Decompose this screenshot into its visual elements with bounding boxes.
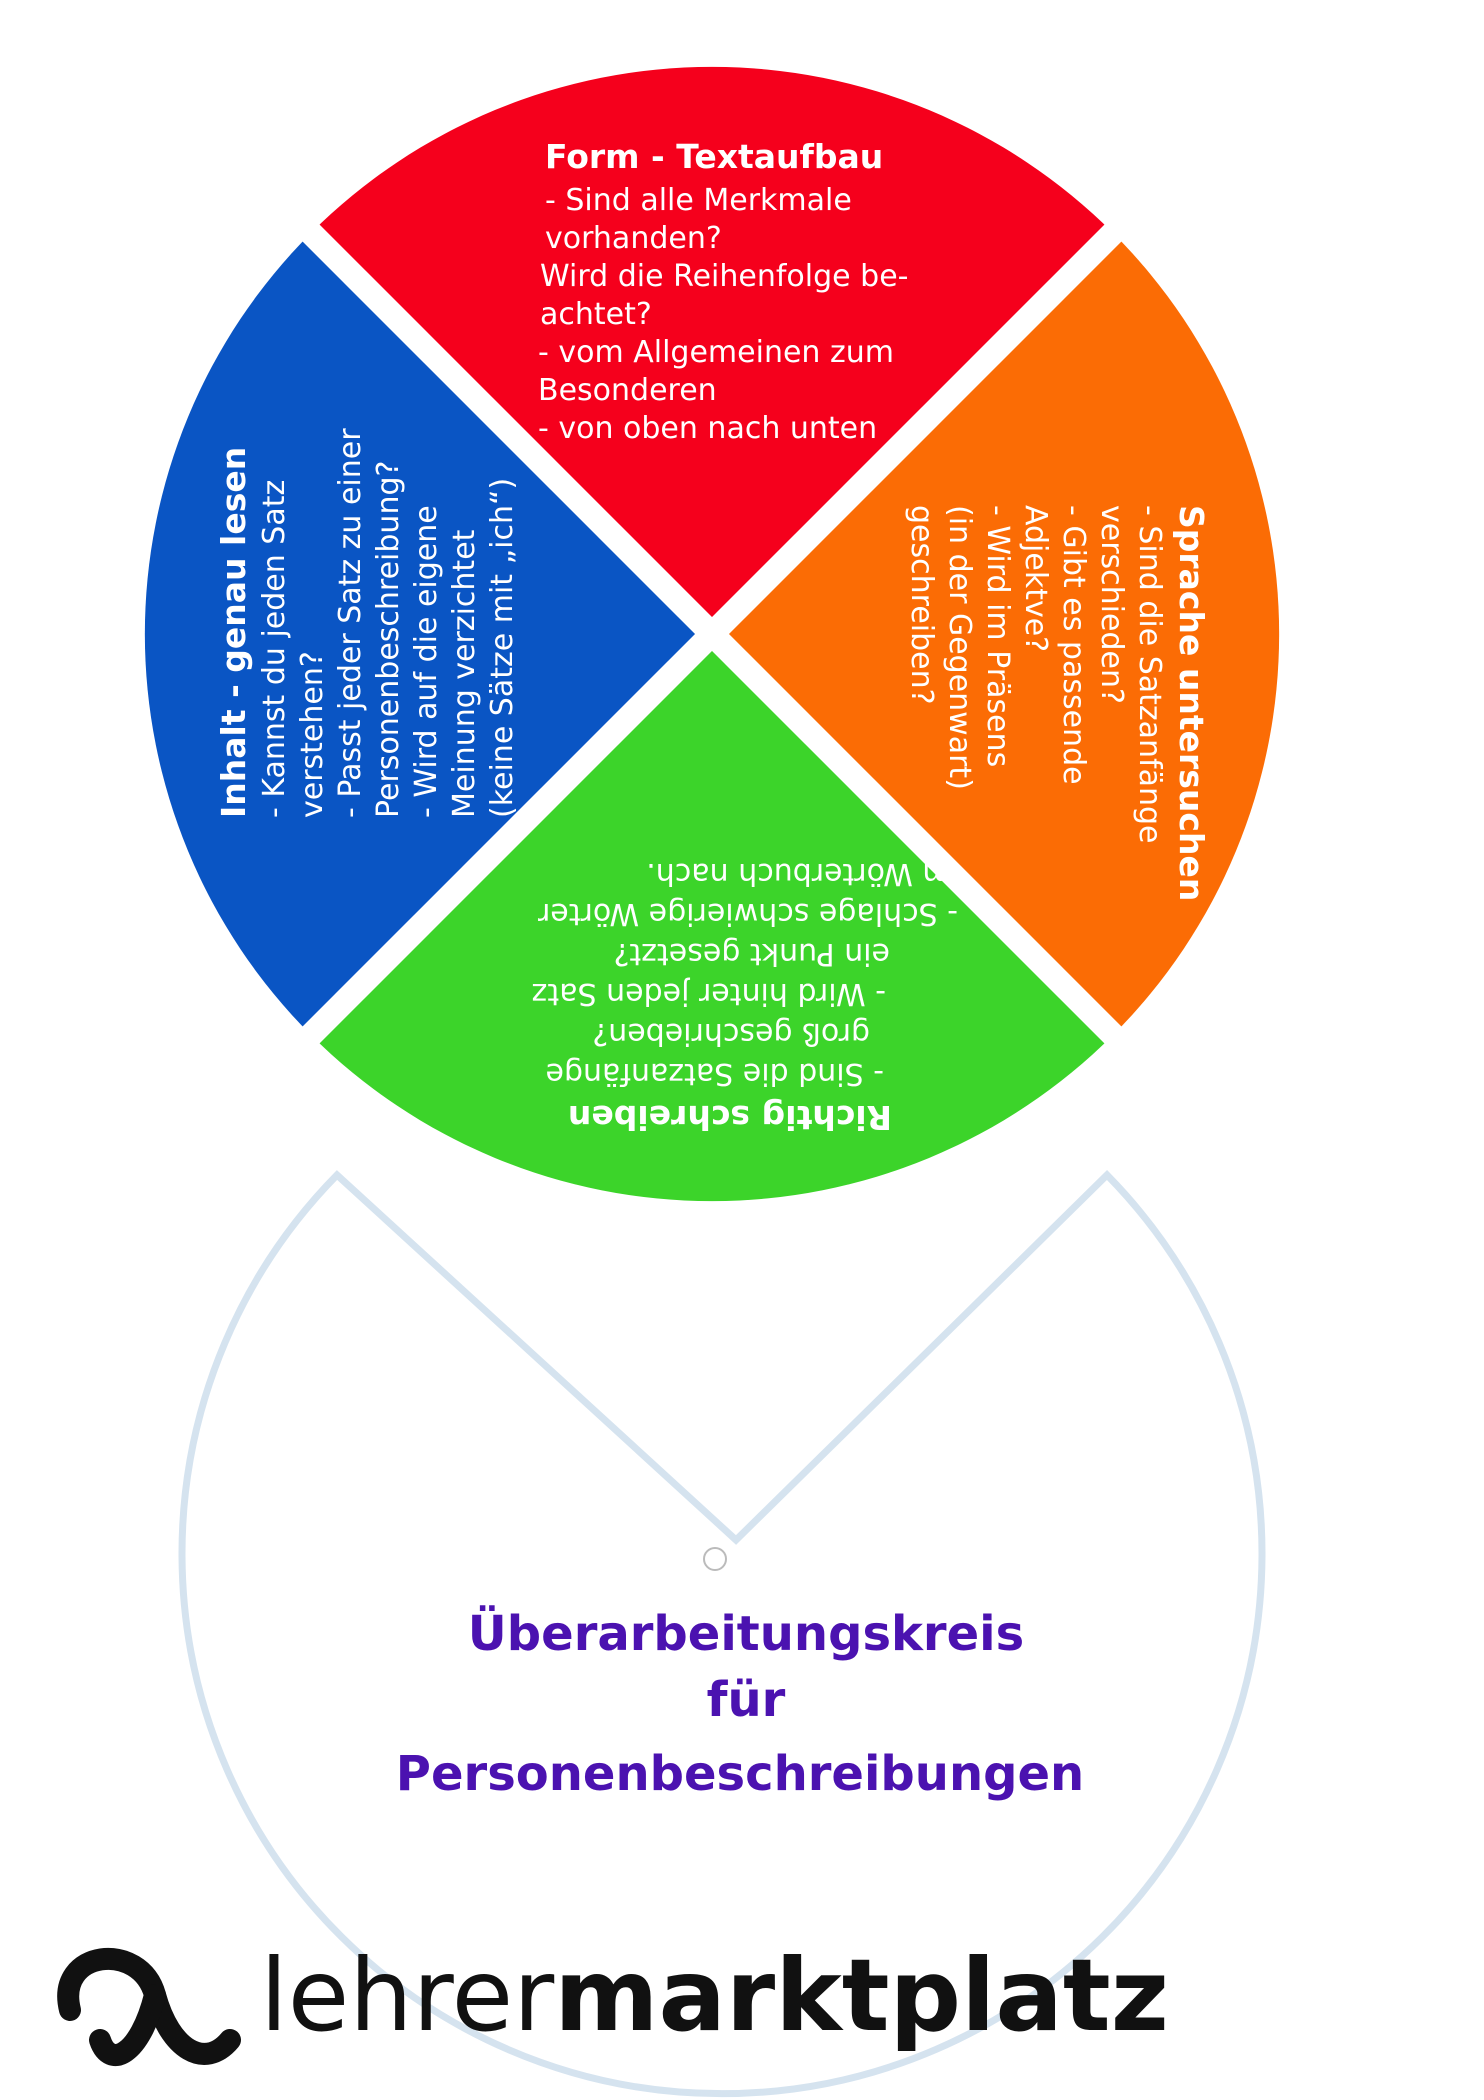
form-line: Besonderen (538, 373, 717, 408)
form-line: - von oben nach unten (538, 411, 877, 446)
watermark: lehrermarktplatz (260, 1937, 1169, 2054)
inhalt-line: - Wird auf die eigene (409, 505, 444, 818)
form-line: - Sind alle Merkmale (545, 183, 852, 218)
richtig-title: Richtig schreiben (568, 1098, 892, 1137)
form-line: Wird die Reihenfolge be- (540, 259, 908, 294)
quadrant-richtig (311, 634, 1113, 1202)
sprache-line: geschreiben? (904, 505, 939, 705)
pivot-hole (703, 1547, 727, 1571)
quadrant-sprache (712, 233, 1280, 1035)
watermark-part1: lehrer (260, 1937, 555, 2054)
sprache-line: - Gibt es passende (1056, 505, 1091, 785)
watermark-part2: marktplatz (554, 1937, 1169, 2054)
sprache-line: verschieden? (1094, 505, 1129, 704)
richtig-text: Richtig schreiben - Sind die Satzanfänge… (532, 856, 960, 1137)
sprache-line: - Wird im Präsens (980, 505, 1015, 767)
form-line: vorhanden? (545, 221, 722, 256)
inhalt-line: verstehen? (295, 651, 330, 818)
form-line: - vom Allgemeinen zum (538, 335, 894, 370)
richtig-line: - Schlage schwierige Wörter (537, 896, 958, 931)
sprache-title: Sprache untersuchen (1172, 505, 1211, 901)
richtig-line: im Wörterbuch nach. (646, 856, 960, 891)
inhalt-line: - Kannst du jeden Satz (257, 480, 292, 818)
richtig-line: ein Punkt gesetzt? (614, 936, 890, 971)
base-title-line2: für (707, 1672, 786, 1728)
watermark-logo-icon (57, 1947, 241, 2066)
base-title-line1: Überarbeitungskreis (468, 1605, 1024, 1662)
sprache-text: Sprache untersuchen - Sind die Satzanfän… (904, 505, 1211, 901)
base-disc (178, 1170, 1266, 2098)
svg-text:lehrermarktplatz: lehrermarktplatz (260, 1937, 1169, 2054)
richtig-line: - Sind die Satzanfänge (546, 1056, 885, 1091)
sprache-line: (in der Gegenwart) (942, 505, 977, 790)
wheel (144, 66, 1280, 1202)
sprache-line: Adjektve? (1018, 505, 1053, 652)
inhalt-line: - Passt jeder Satz zu einer (333, 428, 368, 818)
inhalt-line: (keine Sätze mit „ich“) (485, 478, 520, 818)
form-line: achtet? (540, 297, 652, 332)
richtig-line: - Wird hinter jeden Satz (532, 976, 886, 1011)
base-title-line3: Personenbeschreibungen (396, 1746, 1084, 1802)
sprache-line: - Sind die Satzanfänge (1132, 505, 1167, 844)
inhalt-text: Inhalt - genau lesen - Kannst du jeden S… (214, 428, 520, 818)
form-text: Form - Textaufbau - Sind alle Merkmale v… (538, 137, 908, 446)
inhalt-line: Personenbeschreibung? (371, 461, 406, 818)
inhalt-title: Inhalt - genau lesen (214, 447, 253, 818)
form-title: Form - Textaufbau (545, 137, 883, 176)
quadrant-form (311, 66, 1113, 634)
richtig-line: groß geschrieben? (592, 1016, 870, 1051)
inhalt-line: Meinung verzichtet (447, 529, 482, 818)
divider (291, 213, 1133, 1055)
quadrant-inhalt (144, 233, 713, 1035)
